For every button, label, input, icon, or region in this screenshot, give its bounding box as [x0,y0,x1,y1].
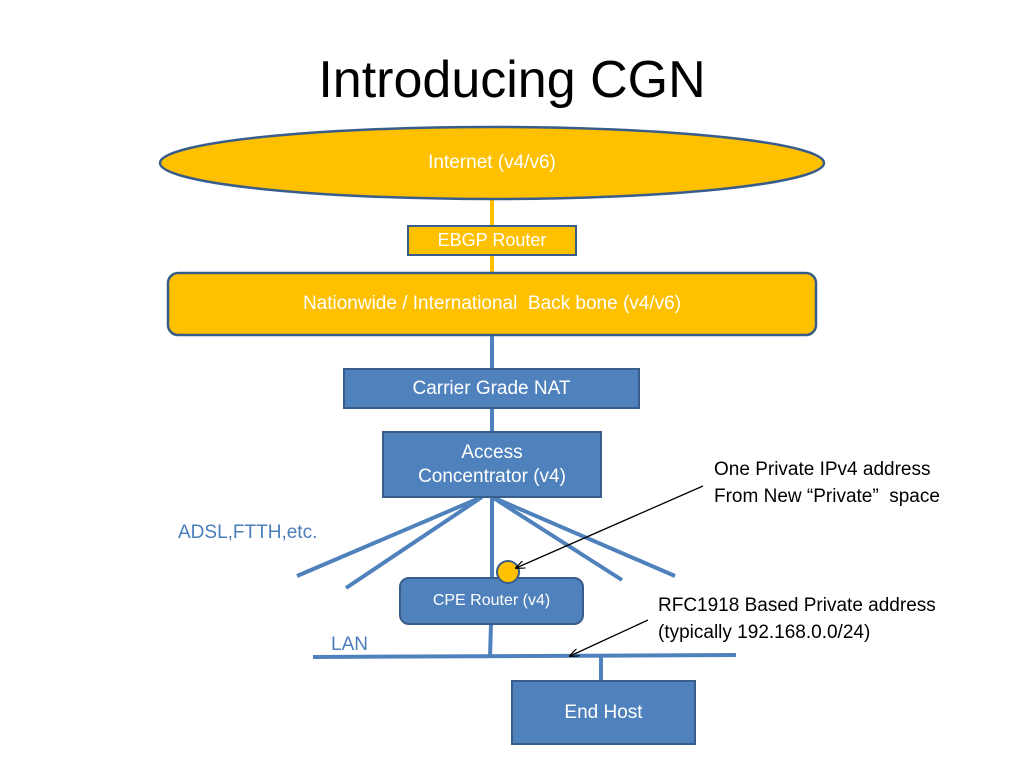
access-label-line1: Access [461,441,523,463]
end-host-label: End Host [564,701,643,723]
cpe-lan-link [488,623,493,658]
slide-title: Introducing CGN [318,51,706,109]
private-ipv4-arrow [516,485,704,568]
access-line-1 [296,495,483,578]
backbone-label: Nationwide / International Back bone (v4… [302,293,682,315]
access-line-4 [490,495,624,582]
adsl-label: ADSL,FTTH,etc. [178,522,318,543]
access-concentrator-label: Access Concentrator (v4) [383,432,601,497]
rfc1918-note-line2: (typically 192.168.0.0/24) [658,621,871,643]
access-line-5 [491,495,676,578]
cgn-box[interactable] [343,368,640,409]
private-ipv4-note-line2: From New “Private” space [714,485,940,507]
access-line-2 [344,495,484,590]
cpe-router-label: CPE Router (v4) [432,592,551,609]
internet-label: Internet (v4/v6) [428,152,556,174]
internet-cloud[interactable] [158,125,826,201]
cpe-router-box[interactable] [399,577,584,625]
private-ipv4-note-line1: One Private IPv4 address [714,459,931,480]
ebgp-router-box[interactable] [407,225,577,256]
access-concentrator-box[interactable] [382,431,602,498]
backbone-box[interactable] [166,271,818,337]
lan-label: LAN [331,634,368,655]
lan-bus [312,653,737,659]
private-address-dot [496,560,520,584]
rfc1918-note: RFC1918 Based Private address (typically… [658,593,936,646]
cgn-label: Carrier Grade NAT [412,377,571,399]
private-ipv4-note: One Private IPv4 address From New “Priva… [714,457,940,510]
ebgp-router-label: EBGP Router [437,230,547,251]
access-label-line2: Concentrator (v4) [418,465,566,487]
rfc1918-arrow [570,619,649,656]
end-host-box[interactable] [511,680,696,745]
rfc1918-note-line1: RFC1918 Based Private address [658,595,936,616]
